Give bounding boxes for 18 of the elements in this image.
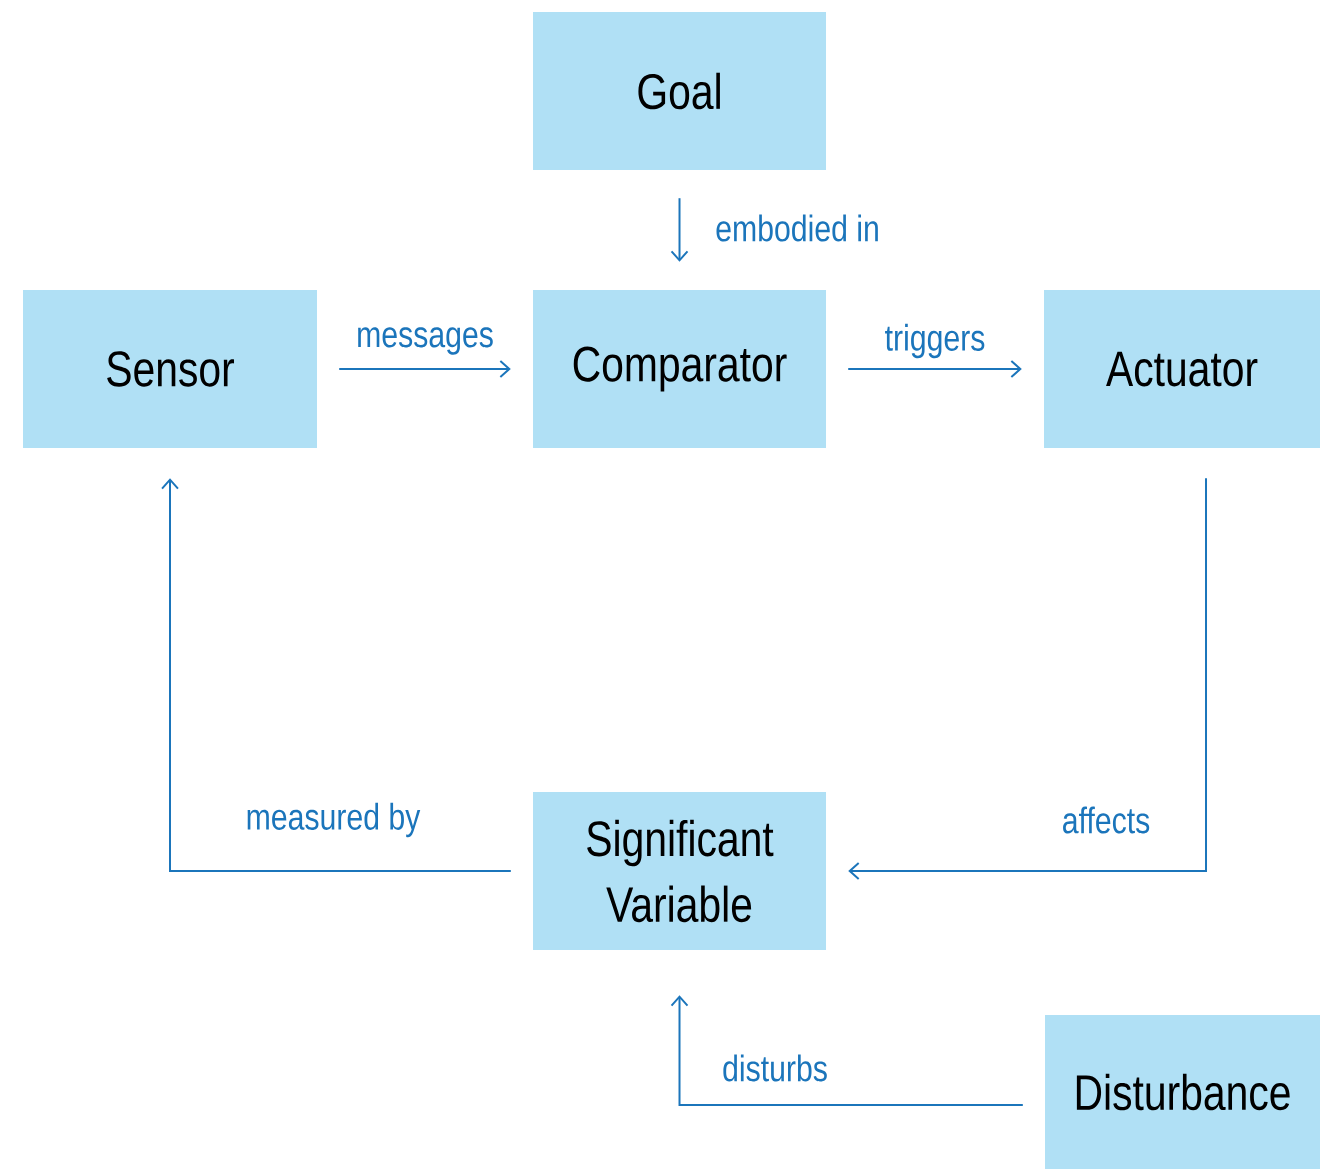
arrow [847, 360, 1022, 378]
arrow [670, 995, 1024, 1106]
edge-label: affects [1059, 804, 1153, 836]
process-box: Significant Variable [533, 792, 826, 950]
arrow [338, 360, 511, 378]
edge-label: messages [354, 325, 496, 357]
process-box: Comparator [533, 290, 826, 448]
arrow [670, 197, 689, 262]
edge-label: measured by [243, 800, 423, 840]
process-box: Sensor [23, 290, 317, 448]
edge-label: disturbs [720, 1052, 830, 1084]
edge-label: embodied in [713, 212, 882, 244]
process-box: Disturbance [1045, 1015, 1320, 1169]
edge-label: triggers [882, 321, 988, 361]
process-box: Actuator [1044, 290, 1320, 448]
arrow [161, 478, 512, 872]
process-box: Goal [533, 12, 826, 170]
arrow [848, 477, 1207, 880]
